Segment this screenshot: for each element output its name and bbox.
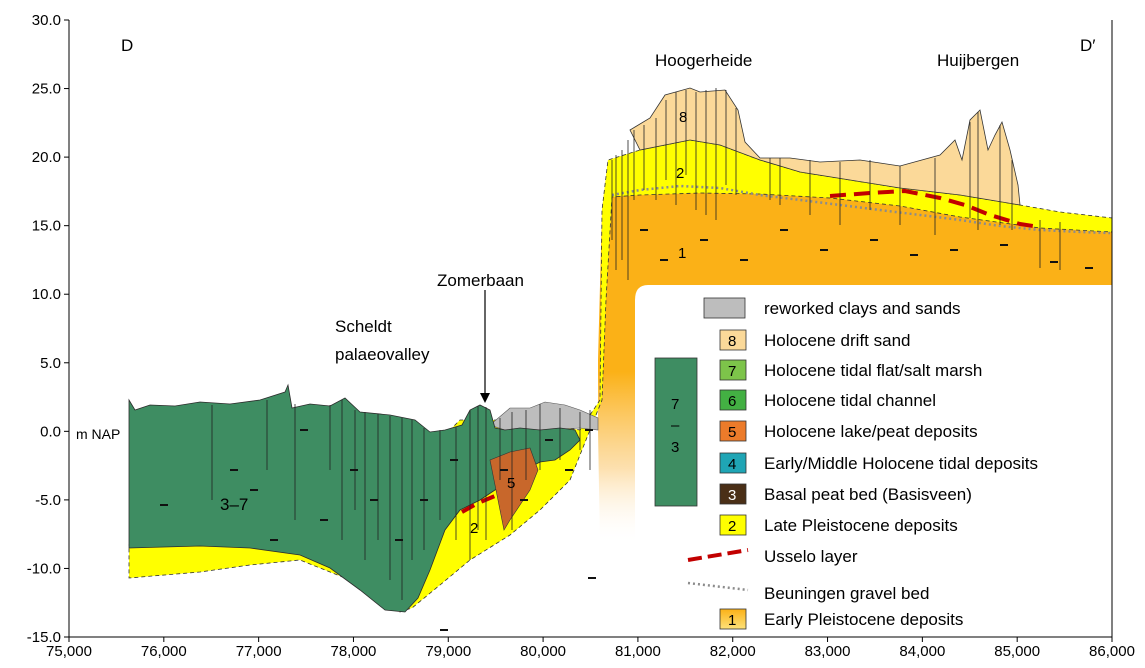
- unit-label-1: 1: [678, 245, 686, 262]
- legend-label-early-middle-holocene: Early/Middle Holocene tidal deposits: [764, 454, 1038, 473]
- legend-swatches: [703, 297, 747, 630]
- label-palaeovalley: palaeovalley: [335, 345, 430, 364]
- y-tick-label: 30.0: [32, 12, 61, 29]
- legend-key-8: 8: [728, 333, 736, 350]
- legend-label-beuningen: Beuningen gravel bed: [764, 584, 929, 603]
- label-d: D: [121, 36, 133, 55]
- x-tick-label: 79,000: [425, 643, 471, 660]
- x-axis-ticks: 75,000 76,000 77,000 78,000 79,000 80,000 81,0…: [46, 637, 1135, 660]
- y-axis-ticks: 30.0 25.0 20.0 15.0 10.0 5.0 0.0 -5.0 -10.0 -15.0: [27, 12, 69, 646]
- unit-label-5: 5: [507, 475, 515, 492]
- x-tick-label: 82,000: [710, 643, 756, 660]
- legend-group-top: 7: [671, 396, 679, 413]
- x-tick-label: 78,000: [331, 643, 377, 660]
- red-dashed-line-icon: [687, 548, 749, 562]
- usselo-layer-high: [829, 188, 1041, 229]
- reworked-clays: [489, 401, 599, 431]
- legend-key-7: 7: [728, 363, 736, 380]
- legend-label-usselo: Usselo layer: [764, 547, 858, 566]
- legend-label-reworked: reworked clays and sands: [764, 299, 961, 318]
- unit-label-2-high: 2: [676, 165, 684, 182]
- legend-label-late-pleistocene: Late Pleistocene deposits: [764, 516, 958, 535]
- zomerbaan-arrowhead: [480, 393, 490, 403]
- grey-swatch: [703, 297, 746, 319]
- x-tick-label: 75,000: [46, 643, 92, 660]
- legend-label-early-pleistocene: Early Pleistocene deposits: [764, 610, 963, 629]
- drift-sand-swatch: [719, 329, 747, 351]
- label-d-prime: D′: [1080, 36, 1095, 55]
- unit-3-7-holocene: [128, 383, 581, 613]
- legend-group-bar: [654, 357, 698, 507]
- legend-key-1: 1: [728, 612, 736, 629]
- legend-label-tidal-flat: Holocene tidal flat/salt marsh: [764, 361, 982, 380]
- x-tick-label: 81,000: [615, 643, 661, 660]
- early-pleistocene-swatch: [719, 608, 747, 630]
- legend-key-6: 6: [728, 393, 736, 410]
- legend-label-tidal-channel: Holocene tidal channel: [764, 391, 936, 410]
- unit-8-drift-sand: [629, 87, 1021, 206]
- unit-label-8: 8: [679, 109, 687, 126]
- legend-key-4: 4: [728, 456, 736, 473]
- y-tick-label: 15.0: [32, 218, 61, 235]
- x-tick-label: 83,000: [805, 643, 851, 660]
- y-tick-label: 0.0: [40, 423, 61, 440]
- label-zomerbaan: Zomerbaan: [437, 271, 524, 290]
- x-tick-label: 80,000: [520, 643, 566, 660]
- y-tick-label: -5.0: [35, 492, 61, 509]
- legend-key-2: 2: [728, 518, 736, 535]
- y-tick-label: -15.0: [27, 629, 61, 646]
- x-tick-label: 85,000: [994, 643, 1040, 660]
- x-tick-label: 76,000: [141, 643, 187, 660]
- legend-key-3: 3: [728, 487, 736, 504]
- x-tick-label: 86,000: [1089, 643, 1135, 660]
- y-tick-label: 20.0: [32, 149, 61, 166]
- tidal-flat-swatch: [719, 359, 747, 381]
- y-tick-label: 10.0: [32, 286, 61, 303]
- tidal-channel-swatch: [719, 389, 747, 411]
- legend-group-dash: –: [671, 417, 680, 434]
- beuningen-gravel-bed: [611, 184, 1111, 235]
- x-tick-label: 77,000: [236, 643, 282, 660]
- label-m-nap: m NAP: [76, 426, 120, 442]
- legend-label-lake-peat: Holocene lake/peat deposits: [764, 422, 978, 441]
- borehole-lines: [211, 88, 1061, 600]
- unit-1-early-pleistocene: [598, 160, 1112, 545]
- unit-label-2-low: 2: [470, 520, 478, 537]
- tidal-deposit-swatch: [719, 452, 747, 474]
- y-tick-label: 25.0: [32, 81, 61, 98]
- usselo-layer-low: [461, 494, 496, 514]
- legend-group-bottom: 3: [671, 439, 679, 456]
- late-pleistocene-swatch: [719, 514, 747, 536]
- unit-label-3-7: 3–7: [220, 495, 248, 514]
- y-tick-label: -10.0: [27, 560, 61, 577]
- legend-label-drift-sand: Holocene drift sand: [764, 331, 910, 350]
- x-tick-label: 84,000: [899, 643, 945, 660]
- y-tick-label: 5.0: [40, 355, 61, 372]
- label-huijbergen: Huijbergen: [937, 51, 1019, 70]
- borehole-dashes: [160, 229, 1093, 631]
- label-hoogerheide: Hoogerheide: [655, 51, 752, 70]
- legend-key-5: 5: [728, 424, 736, 441]
- label-scheldt: Scheldt: [335, 317, 392, 336]
- grey-dotted-line-icon: [687, 581, 749, 592]
- basal-peat-swatch: [719, 483, 747, 505]
- lake-peat-swatch: [719, 420, 747, 442]
- legend-label-basal-peat: Basal peat bed (Basisveen): [764, 485, 972, 504]
